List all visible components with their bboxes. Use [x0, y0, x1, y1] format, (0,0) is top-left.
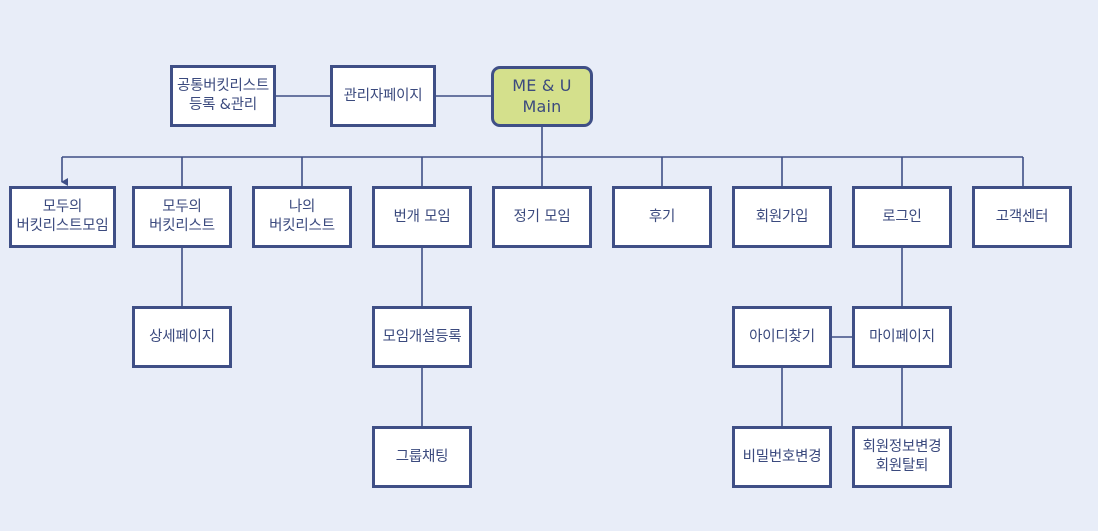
node-review[interactable]: 후기 — [612, 186, 712, 248]
node-my-page[interactable]: 마이페이지 — [852, 306, 952, 368]
node-regular-meeting[interactable]: 정기 모임 — [492, 186, 592, 248]
node-change-member-info[interactable]: 회원정보변경 회원탈퇴 — [852, 426, 952, 488]
node-detail-page[interactable]: 상세페이지 — [132, 306, 232, 368]
node-root-me-and-u-main[interactable]: ME & U Main — [491, 66, 593, 127]
node-meeting-create[interactable]: 모임개설등록 — [372, 306, 472, 368]
node-flash-meeting[interactable]: 번개 모임 — [372, 186, 472, 248]
node-customer-center[interactable]: 고객센터 — [972, 186, 1072, 248]
node-find-id[interactable]: 아이디찾기 — [732, 306, 832, 368]
node-my-bucketlist[interactable]: 나의 버킷리스트 — [252, 186, 352, 248]
node-all-bucketlist[interactable]: 모두의 버킷리스트 — [132, 186, 232, 248]
node-admin-bucketlist[interactable]: 공통버킷리스트 등록 &관리 — [170, 65, 276, 127]
node-admin-page[interactable]: 관리자페이지 — [330, 65, 436, 127]
node-login[interactable]: 로그인 — [852, 186, 952, 248]
node-signup[interactable]: 회원가입 — [732, 186, 832, 248]
node-group-chat[interactable]: 그룹채팅 — [372, 426, 472, 488]
node-change-password[interactable]: 비밀번호변경 — [732, 426, 832, 488]
node-all-bucketlist-group[interactable]: 모두의 버킷리스트모임 — [9, 186, 116, 248]
